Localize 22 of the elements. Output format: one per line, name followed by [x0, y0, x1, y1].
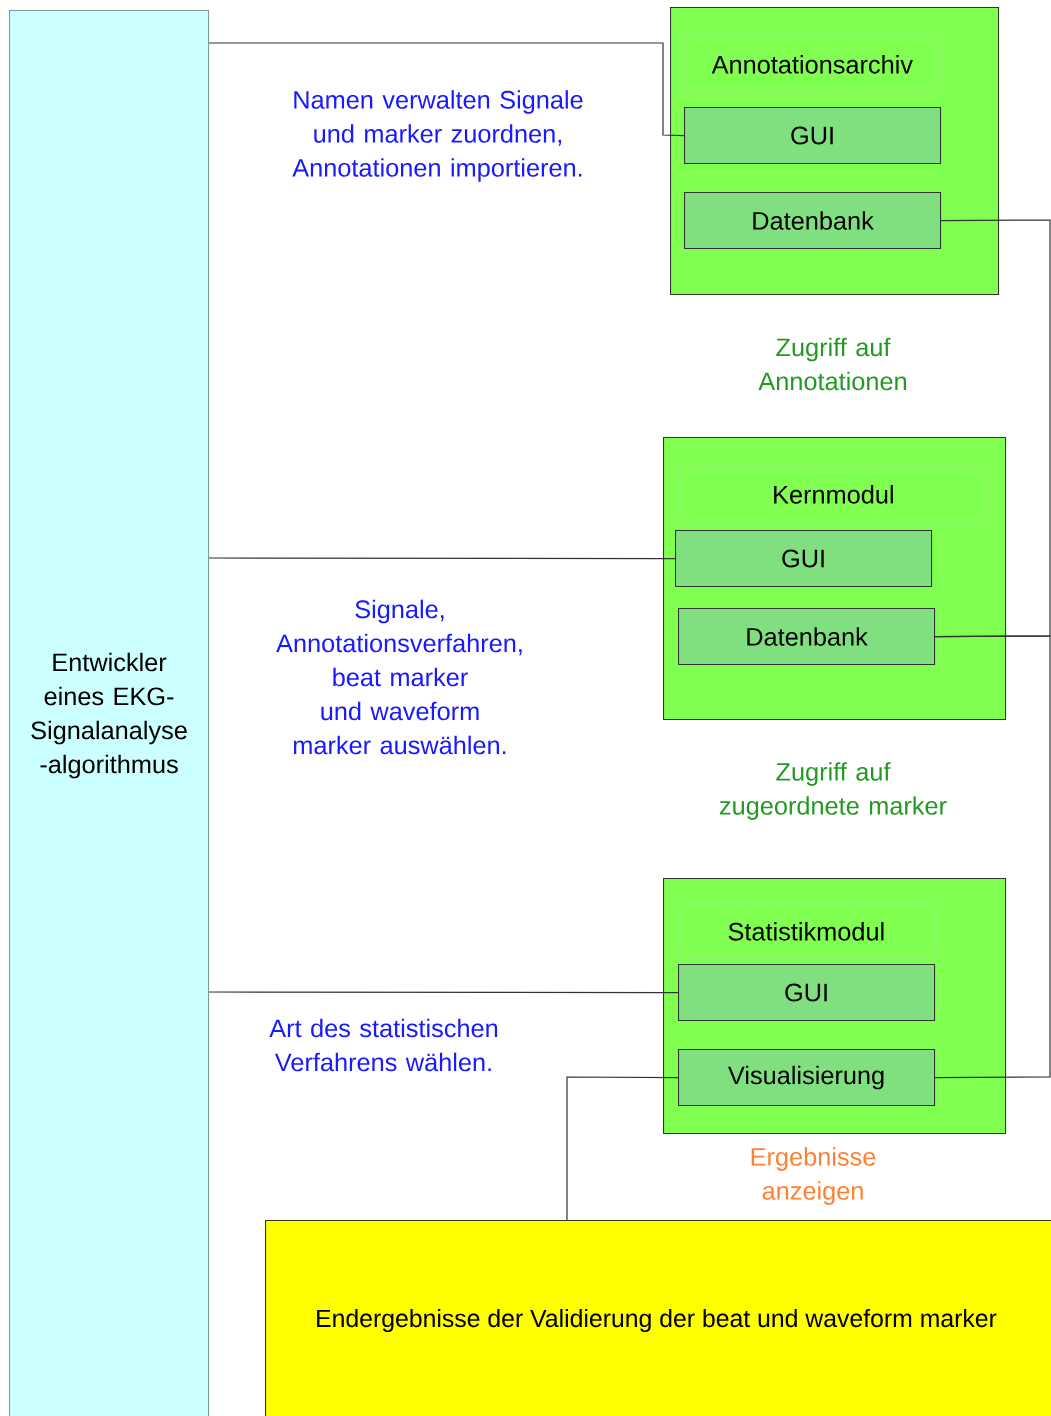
- component-box: Datenbank: [678, 608, 936, 666]
- component-box: GUI: [684, 107, 942, 165]
- edge-label: Zugriff auf Annotationen: [758, 337, 906, 391]
- connector-line: [208, 557, 676, 560]
- connector-line: [566, 1076, 679, 1221]
- result-box: Endergebnisse der Validierung der beat und waveform marker: [265, 1220, 1051, 1416]
- role-box: Entwickler eines EKG-Signalanalyse -algorithmus: [9, 10, 210, 1416]
- component-box: Visualisierung: [678, 1049, 936, 1107]
- connector-line: [208, 42, 685, 137]
- module-heading: Annotationsarchiv: [684, 36, 941, 93]
- edge-label: Art des statistischen Verfahrens wählen.: [269, 1018, 498, 1072]
- module-heading: Statistikmodul: [678, 904, 935, 959]
- connector-line: [934, 635, 1051, 1079]
- edge-label: Zugriff auf zugeordnete marker: [719, 762, 947, 820]
- component-box: GUI: [678, 964, 936, 1022]
- component-box: Datenbank: [684, 192, 942, 250]
- edge-label: Signale, Annotationsverfahren, beat marker und waveform marker auswählen.: [276, 599, 522, 755]
- module-heading: Kernmodul: [678, 466, 989, 523]
- edge-label: Ergebnisse anzeigen: [751, 1147, 876, 1205]
- connector-line: [208, 991, 679, 994]
- component-box: GUI: [675, 530, 933, 588]
- edge-label: Namen verwalten Signale und marker zuordnen, Annotationen importieren.: [292, 90, 583, 182]
